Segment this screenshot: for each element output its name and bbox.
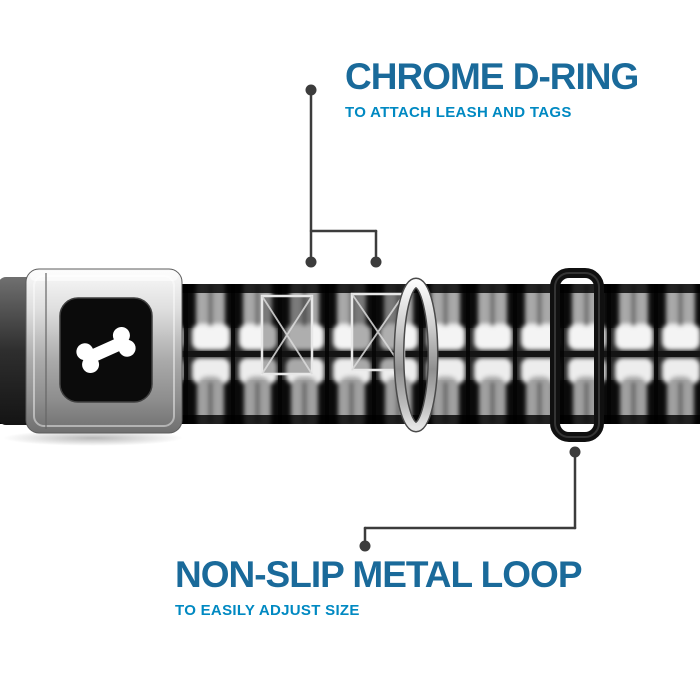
buckle-shadow [2,430,184,446]
top-annotation: CHROME D-RING TO ATTACH LEASH AND TAGS [345,56,639,121]
callout-top [305,84,382,268]
bottom-annotation-title: NON-SLIP METAL LOOP [175,554,583,595]
metal-loop-slider [550,268,604,442]
callout-bottom [359,446,581,552]
dog-bone-icon [76,326,136,374]
bottom-annotation-subtitle: TO EASILY ADJUST SIZE [175,602,360,619]
top-annotation-subtitle: TO ATTACH LEASH AND TAGS [345,104,572,121]
chrome-d-ring [393,277,439,433]
bottom-annotation: NON-SLIP METAL LOOP TO EASILY ADJUST SIZ… [175,554,583,619]
seatbelt-buckle [0,268,183,434]
xray-film-frames [260,292,406,376]
top-annotation-title: CHROME D-RING [345,56,639,97]
